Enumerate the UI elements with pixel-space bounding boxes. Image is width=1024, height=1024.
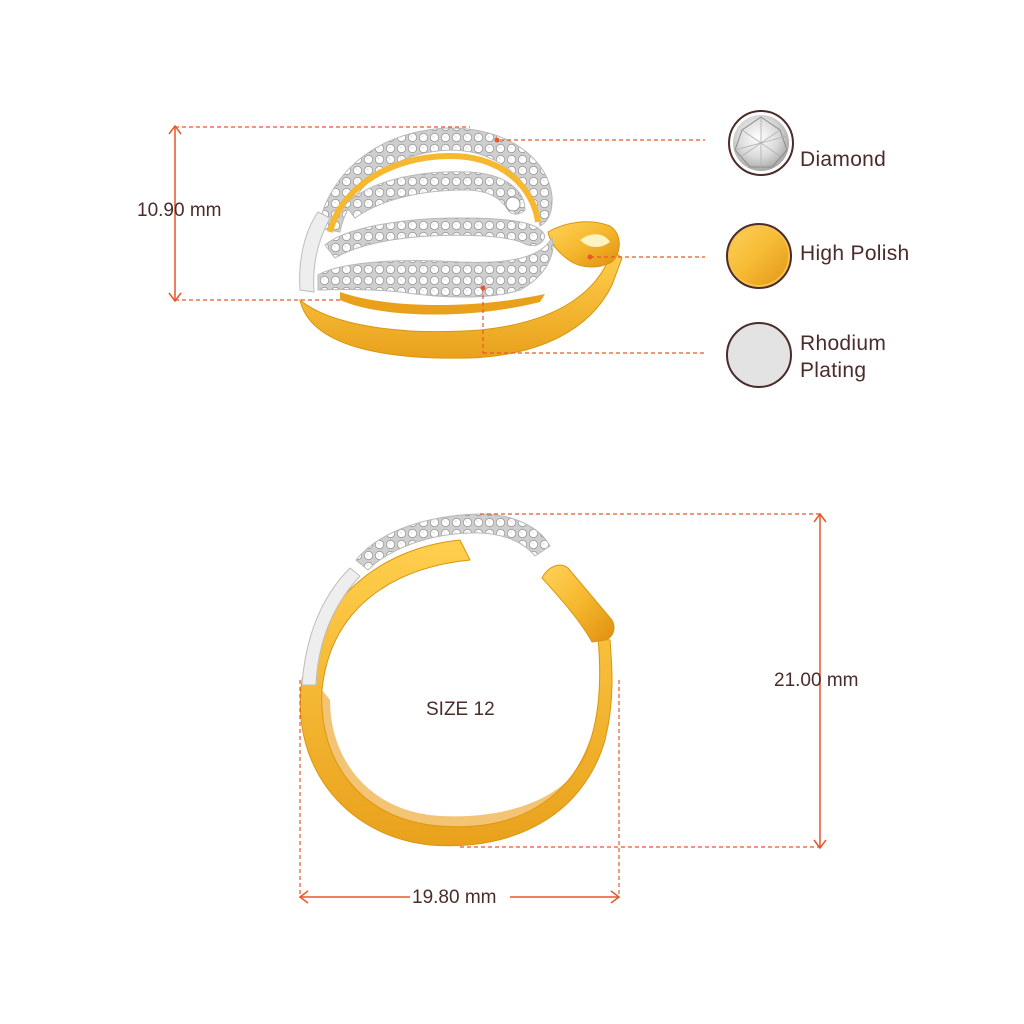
height-dimension bbox=[168, 124, 470, 303]
ring-gold-end bbox=[541, 564, 615, 643]
ring-gold-tip bbox=[547, 221, 620, 268]
ring-center-stone bbox=[505, 196, 521, 212]
ring-band-front bbox=[299, 249, 623, 359]
inner-diameter-label: 19.80 mm bbox=[412, 887, 497, 908]
ring-diamond-row-outer bbox=[317, 127, 553, 233]
ring-rhodium-shank bbox=[299, 211, 331, 293]
legend-rhodium-label-line1: Rhodium bbox=[800, 332, 887, 355]
outer-diameter-dimension bbox=[460, 512, 827, 850]
ring-pave-top bbox=[355, 513, 551, 571]
ring-size-label: SIZE 12 bbox=[426, 699, 495, 720]
legend-diamond-label: Diamond bbox=[800, 148, 887, 171]
legend-rhodium-label-line2: Plating bbox=[800, 359, 867, 382]
ring-diamond-row-lower bbox=[324, 217, 546, 259]
gold-swatch-icon bbox=[726, 223, 792, 289]
ring-diamond-row-bottom bbox=[317, 236, 554, 298]
legend-swatches bbox=[726, 110, 794, 388]
diamond-swatch-icon bbox=[728, 110, 794, 176]
ring-rhodium-edge bbox=[301, 567, 361, 686]
rhodium-swatch-icon bbox=[726, 322, 792, 388]
ring-band-back bbox=[340, 292, 545, 315]
outer-diameter-label: 21.00 mm bbox=[774, 670, 859, 691]
legend-leader-lines bbox=[480, 137, 705, 354]
inner-diameter-dimension bbox=[298, 680, 621, 904]
legend-high-polish-label: High Polish bbox=[800, 242, 910, 265]
ring-front-view bbox=[299, 513, 615, 847]
ring-side-view bbox=[299, 127, 623, 359]
ring-diamond-row-middle bbox=[344, 171, 526, 219]
height-dimension-label: 10.90 mm bbox=[137, 200, 222, 221]
